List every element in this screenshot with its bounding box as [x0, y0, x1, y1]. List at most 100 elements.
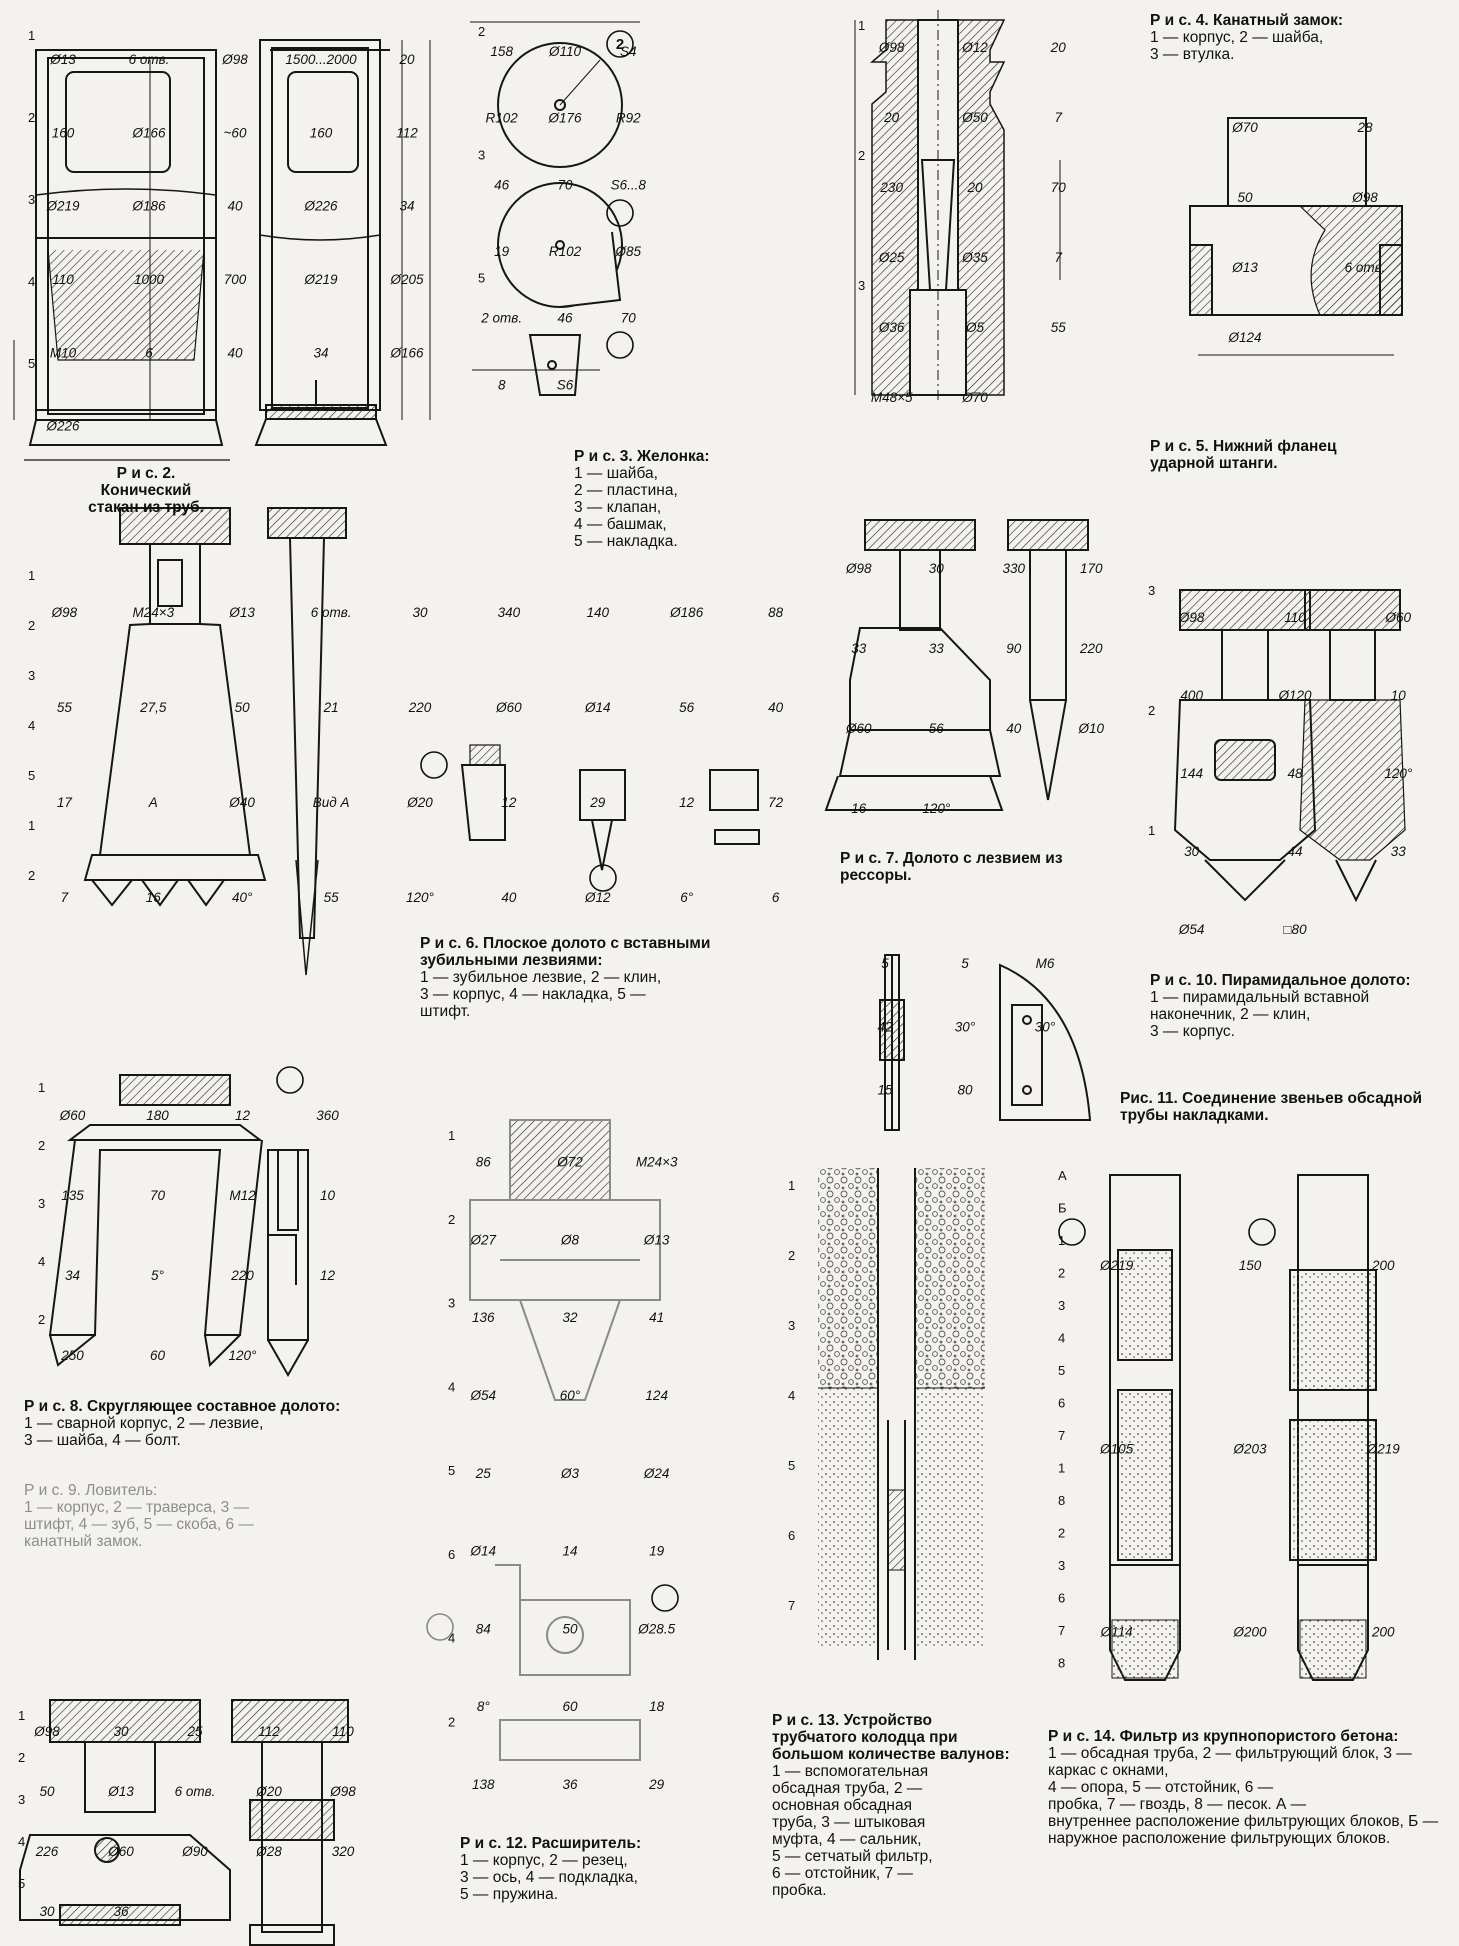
- fig13-callout: 1: [788, 1178, 795, 1193]
- fig8-callout: 2: [38, 1312, 45, 1327]
- fig11-dimension: 42: [877, 1019, 893, 1034]
- fig6-dimension: 55: [324, 890, 340, 905]
- fig6-dimension: Ø20: [406, 795, 433, 810]
- fig10-dimension: Ø54: [1178, 922, 1205, 937]
- fig4-dimension: 20: [966, 180, 983, 195]
- fig2-dimension: 110: [52, 272, 74, 287]
- fig6-dimension: 56: [679, 700, 695, 715]
- fig12-caption: Р и с. 12. Расширитель: 1 — корпус, 2 — …: [460, 1835, 760, 1903]
- fig9-dimension: 25: [186, 1724, 203, 1739]
- fig10-callout: 1: [1148, 823, 1155, 838]
- fig14-callout: 7: [1058, 1428, 1065, 1443]
- fig12-dimension: 86: [476, 1155, 492, 1170]
- fig14-dimension: 150: [1239, 1258, 1262, 1273]
- fig12-dimension: Ø72: [556, 1155, 583, 1170]
- fig6-dimension: 72: [768, 795, 784, 810]
- fig12-callout: 4: [448, 1379, 455, 1394]
- fig6-dimension: Ø12: [584, 890, 611, 905]
- fig6-dimension: Ø40: [228, 795, 255, 810]
- fig4-dimension: Ø50: [961, 110, 988, 125]
- fig2-callout: 2: [28, 110, 35, 125]
- fig12-dimension: 8°: [477, 1699, 491, 1714]
- fig4-dimension: Ø70: [961, 390, 988, 405]
- fig6-dimension: Ø98: [51, 605, 78, 620]
- fig8-dimension: 5°: [151, 1268, 165, 1283]
- fig2-dimension: Ø98: [221, 52, 248, 67]
- fig3-dimension: Ø85: [615, 244, 642, 259]
- fig7-dimension: 220: [1079, 641, 1103, 656]
- fig14-callout: А: [1058, 1168, 1067, 1183]
- fig2-dimension: 160: [310, 125, 333, 140]
- fig5-dimension: 28: [1356, 120, 1373, 135]
- fig2-drawing: [13, 39, 431, 461]
- fig2-dimension: 700: [224, 272, 247, 287]
- fig8-text: 1 — сварной корпус, 2 — лезвие, 3 — шайб…: [24, 1415, 264, 1449]
- fig6-dimension: 6: [772, 890, 780, 905]
- fig3-dimension: Ø110: [548, 44, 582, 59]
- fig14-callout: 6: [1058, 1396, 1065, 1411]
- view-badge-2: [606, 30, 634, 58]
- fig14-callout: 1: [1058, 1233, 1065, 1248]
- fig7-dimension: 33: [851, 641, 867, 656]
- fig3-callout: 5: [478, 271, 485, 286]
- fig13-callout: 5: [788, 1458, 795, 1473]
- fig8-dimension: 180: [146, 1108, 169, 1123]
- fig14-callout: 7: [1058, 1623, 1065, 1638]
- fig9-dimension: 36: [113, 1904, 129, 1919]
- fig9-drawing: [19, 1699, 349, 1946]
- fig8-dimension: M12: [229, 1188, 256, 1203]
- fig14-callout: 6: [1058, 1591, 1065, 1606]
- fig7-dimension: 30: [929, 561, 945, 576]
- fig9-dimension: Ø20: [255, 1784, 282, 1799]
- fig7-caption: Р и с. 7. Долото с лезвием из рессоры.: [840, 850, 1110, 884]
- fig9-dimension: 226: [35, 1844, 59, 1859]
- fig13-text: 1 — вспомогательная обсадная труба, 2 — …: [772, 1763, 933, 1899]
- fig14-dimension: Ø219: [1366, 1441, 1401, 1456]
- fig6-title: Р и с. 6. Плоское долото с вставными зуб…: [420, 935, 711, 969]
- fig14-callout: Б: [1058, 1201, 1067, 1216]
- fig3-callout: 3: [478, 147, 485, 162]
- fig14-drawing: [1109, 1174, 1377, 1681]
- fig2-title: Р и с. 2.: [116, 465, 176, 482]
- fig13-caption: Р и с. 13. Устройство трубчатого колодца…: [772, 1712, 1012, 1899]
- fig6-dimension: 12: [501, 795, 517, 810]
- fig4-dimension: M48×5: [871, 390, 913, 405]
- fig7-dimension: 90: [1006, 641, 1022, 656]
- fig10-dimension: 48: [1287, 766, 1303, 781]
- fig2-dimension: 160: [52, 125, 75, 140]
- fig5-drawing: [1189, 117, 1403, 356]
- fig14-title: Р и с. 14. Фильтр из крупнопористого бет…: [1048, 1728, 1399, 1745]
- view-badge-3: [606, 199, 634, 227]
- fig4-dimension: 7: [1055, 110, 1063, 125]
- view-badge-4: [426, 1613, 454, 1641]
- fig13-callout: 3: [788, 1318, 795, 1333]
- fig5-dimension: Ø98: [1351, 190, 1378, 205]
- fig6-callout: 2: [28, 868, 35, 883]
- fig3-callout: 2: [478, 24, 485, 39]
- fig5-dimension: 50: [1237, 190, 1253, 205]
- fig6-dimension: Ø186: [669, 605, 704, 620]
- fig14-callout: 5: [1058, 1363, 1065, 1378]
- fig12-dimension: Ø28.5: [637, 1621, 675, 1636]
- fig12-callout: 2: [448, 1714, 455, 1729]
- fig4-title: Р и с. 4. Канатный замок:: [1150, 12, 1343, 29]
- fig7-dimension: Ø10: [1078, 721, 1105, 736]
- fig11-caption: Рис. 11. Соединение звеньев обсадной тру…: [1120, 1090, 1450, 1124]
- fig4-callout: 3: [858, 278, 865, 293]
- fig12-dimension: Ø27: [470, 1232, 497, 1247]
- fig14-dimension: 200: [1371, 1258, 1395, 1273]
- fig12-callout: 1: [448, 1128, 455, 1143]
- fig6-text: 1 — зубильное лезвие, 2 — клин, 3 — корп…: [420, 969, 662, 1020]
- fig2-dimension: M10: [50, 345, 77, 360]
- fig6-dimension: 40: [768, 700, 784, 715]
- fig12-title: Р и с. 12. Расширитель:: [460, 1835, 642, 1852]
- fig9-dimension: 112: [258, 1724, 280, 1739]
- fig14-callout: 2: [1058, 1266, 1065, 1281]
- fig2-dimension: 1000: [134, 272, 165, 287]
- fig6-dimension: 50: [235, 700, 251, 715]
- fig12-dimension: 60: [562, 1699, 578, 1714]
- fig7-title: Р и с. 7. Долото с лезвием из рессоры.: [840, 850, 1063, 884]
- fig12-dimension: Ø24: [643, 1466, 670, 1481]
- fig11-dimension: 15: [877, 1083, 893, 1098]
- fig8-dimension: 12: [320, 1268, 336, 1283]
